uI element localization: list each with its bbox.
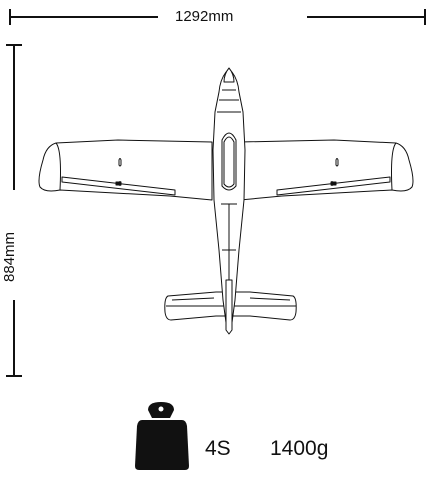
length-label: 884mm [1,231,18,282]
weight-spec: 1400g [270,437,329,460]
wingspan-dimension-line [9,9,426,25]
vertical-fin [225,279,233,335]
nose-spinner [223,67,235,83]
left-wing [38,139,213,201]
wingspan-label: 1292mm [175,8,234,25]
airplane-drawing [38,67,414,335]
right-wing [239,139,414,201]
length-dimension-line [6,44,22,377]
battery-spec: 4S [205,437,231,460]
weight-icon [135,402,189,470]
